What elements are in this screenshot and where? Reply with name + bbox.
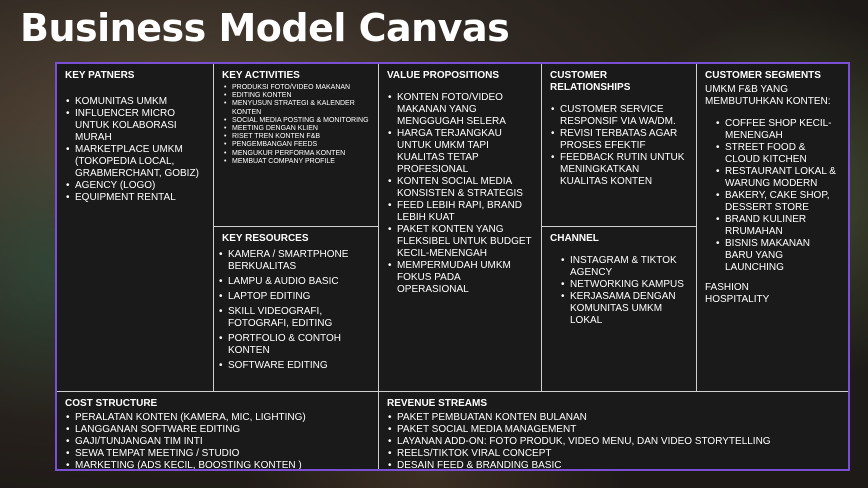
- list-item: EDITING KONTEN: [224, 92, 370, 100]
- list-item: CUSTOMER SERVICE RESPONSIF VIA WA/DM.: [551, 104, 688, 128]
- page-title: Business Model Canvas: [20, 6, 510, 50]
- list-item: INSTAGRAM & TIKTOK AGENCY: [561, 255, 688, 279]
- list-item: GAJI/TUNJANGAN TIM INTI: [66, 436, 370, 448]
- value-propositions-section: VALUE PROPOSITIONS KONTEN FOTO/VIDEO MAK…: [379, 64, 542, 392]
- key-resources-list: KAMERA / SMARTPHONE BERKUALITAS LAMPU & A…: [219, 249, 370, 372]
- list-item: DESAIN FEED & BRANDING BASIC: [388, 460, 840, 469]
- list-item: KONTEN SOCIAL MEDIA KONSISTEN & STRATEGI…: [388, 176, 533, 200]
- list-item: SOCIAL MEDIA POSTING & MONITORING: [224, 117, 370, 125]
- list-item: SKILL VIDEOGRAFI, FOTOGRAFI, EDITING: [219, 306, 370, 330]
- cost-structure-section: COST STRUCTURE PERALATAN KONTEN (KAMERA,…: [57, 392, 379, 469]
- customer-segments-heading: CUSTOMER SEGMENTS: [705, 70, 821, 81]
- list-item: MEMPERMUDAH UMKM FOKUS PADA OPERASIONAL: [388, 260, 533, 296]
- list-item: PAKET KONTEN YANG FLEKSIBEL UNTUK BUDGET…: [388, 224, 533, 260]
- customer-segments-intro: UMKM F&B YANG MEMBUTUHKAN KONTEN:: [705, 84, 831, 107]
- key-resources-heading: KEY RESOURCES: [222, 233, 309, 244]
- business-model-canvas: KEY PATNERS KOMUNITAS UMKMINFLUENCER MIC…: [55, 62, 850, 471]
- channel-list: INSTAGRAM & TIKTOK AGENCYNETWORKING KAMP…: [550, 255, 688, 327]
- list-item: HARGA TERJANGKAU UNTUK UMKM TAPI KUALITA…: [388, 128, 533, 176]
- list-item: MENGUKUR PERFORMA KONTEN: [224, 150, 370, 158]
- list-item: NETWORKING KAMPUS: [561, 279, 688, 291]
- list-item: RISET TREN KONTEN F&B: [224, 133, 370, 141]
- customer-segments-list: COFFEE SHOP KECIL-MENENGAHSTREET FOOD & …: [705, 118, 840, 274]
- list-item: KONTEN FOTO/VIDEO MAKANAN YANG MENGGUGAH…: [388, 92, 533, 128]
- value-propositions-heading: VALUE PROPOSITIONS: [387, 70, 500, 81]
- list-item: LANGGANAN SOFTWARE EDITING: [66, 424, 370, 436]
- list-item: KOMUNITAS UMKM: [66, 96, 205, 108]
- list-item: FEEDBACK RUTIN UNTUK MENINGKATKAN KUALIT…: [551, 152, 688, 188]
- key-activities-list: PRODUKSI FOTO/VIDEO MAKANANEDITING KONTE…: [222, 84, 370, 166]
- list-item: STREET FOOD & CLOUD KITCHEN: [716, 142, 840, 166]
- list-item: PAKET SOCIAL MEDIA MANAGEMENT: [388, 424, 840, 436]
- list-item: RESTAURANT LOKAL & WARUNG MODERN: [716, 166, 840, 190]
- list-item: SOFTWARE EDITING: [219, 360, 370, 372]
- key-activities-heading: KEY ACTIVITIES: [222, 70, 300, 81]
- list-item: REVISI TERBATAS AGAR PROSES EFEKTIF: [551, 128, 688, 152]
- value-propositions-list: KONTEN FOTO/VIDEO MAKANAN YANG MENGGUGAH…: [387, 92, 533, 296]
- cost-structure-heading: COST STRUCTURE: [65, 398, 158, 409]
- customer-segments-section: CUSTOMER SEGMENTS UMKM F&B YANG MEMBUTUH…: [697, 64, 848, 392]
- list-item: BRAND KULINER RRUMAHAN: [716, 214, 840, 238]
- customer-relationships-section: CUSTOMER RELATIONSHIPS CUSTOMER SERVICE …: [542, 64, 697, 227]
- list-item: MEETING DENGAN KLIEN: [224, 125, 370, 133]
- cost-structure-list: PERALATAN KONTEN (KAMERA, MIC, LIGHTING)…: [65, 412, 370, 469]
- customer-relationships-heading: CUSTOMER RELATIONSHIPS: [550, 70, 631, 93]
- list-item: REELS/TIKTOK VIRAL CONCEPT: [388, 448, 840, 460]
- list-item: LAMPU & AUDIO BASIC: [219, 276, 370, 288]
- key-partners-section: KEY PATNERS KOMUNITAS UMKMINFLUENCER MIC…: [57, 64, 214, 392]
- key-partners-heading: KEY PATNERS: [65, 70, 135, 81]
- list-item: INFLUENCER MICRO UNTUK KOLABORASI MURAH: [66, 108, 205, 144]
- channel-section: CHANNEL INSTAGRAM & TIKTOK AGENCYNETWORK…: [542, 227, 697, 392]
- list-item: SEWA TEMPAT MEETING / STUDIO: [66, 448, 370, 460]
- revenue-streams-section: REVENUE STREAMS PAKET PEMBUATAN KONTEN B…: [379, 392, 848, 469]
- list-item: KERJASAMA DENGAN KOMUNITAS UMKM LOKAL: [561, 291, 688, 327]
- list-item: LAPTOP EDITING: [219, 291, 370, 303]
- list-item: MARKETPLACE UMKM (TOKOPEDIA LOCAL, GRABM…: [66, 144, 205, 180]
- list-item: COFFEE SHOP KECIL-MENENGAH: [716, 118, 840, 142]
- key-resources-section: KEY RESOURCES KAMERA / SMARTPHONE BERKUA…: [214, 227, 379, 392]
- list-item: BAKERY, CAKE SHOP, DESSERT STORE: [716, 190, 840, 214]
- list-item: PAKET PEMBUATAN KONTEN BULANAN: [388, 412, 840, 424]
- list-item: MEMBUAT COMPANY PROFILE: [224, 158, 370, 166]
- list-item: MARKETING (ADS KECIL, BOOSTING KONTEN ): [66, 460, 370, 469]
- list-item: PERALATAN KONTEN (KAMERA, MIC, LIGHTING): [66, 412, 370, 424]
- key-activities-section: KEY ACTIVITIES PRODUKSI FOTO/VIDEO MAKAN…: [214, 64, 379, 227]
- customer-segments-footer: FASHION HOSPITALITY: [705, 282, 770, 305]
- revenue-streams-heading: REVENUE STREAMS: [387, 398, 488, 409]
- list-item: EQUIPMENT RENTAL: [66, 192, 205, 204]
- key-partners-list: KOMUNITAS UMKMINFLUENCER MICRO UNTUK KOL…: [65, 96, 205, 204]
- list-item: PENGEMBANGAN FEEDS: [224, 141, 370, 149]
- list-item: AGENCY (LOGO): [66, 180, 205, 192]
- list-item: LAYANAN ADD-ON: FOTO PRODUK, VIDEO MENU,…: [388, 436, 840, 448]
- list-item: KAMERA / SMARTPHONE BERKUALITAS: [219, 249, 370, 273]
- list-item: FEED LEBIH RAPI, BRAND LEBIH KUAT: [388, 200, 533, 224]
- list-item: MENYUSUN STRATEGI & KALENDER KONTEN: [224, 100, 370, 116]
- revenue-streams-list: PAKET PEMBUATAN KONTEN BULANANPAKET SOCI…: [387, 412, 840, 469]
- list-item: PORTFOLIO & CONTOH KONTEN: [219, 333, 370, 357]
- customer-relationships-list: CUSTOMER SERVICE RESPONSIF VIA WA/DM.REV…: [550, 104, 688, 188]
- list-item: PRODUKSI FOTO/VIDEO MAKANAN: [224, 84, 370, 92]
- channel-heading: CHANNEL: [550, 233, 599, 244]
- list-item: BISNIS MAKANAN BARU YANG LAUNCHING: [716, 238, 840, 274]
